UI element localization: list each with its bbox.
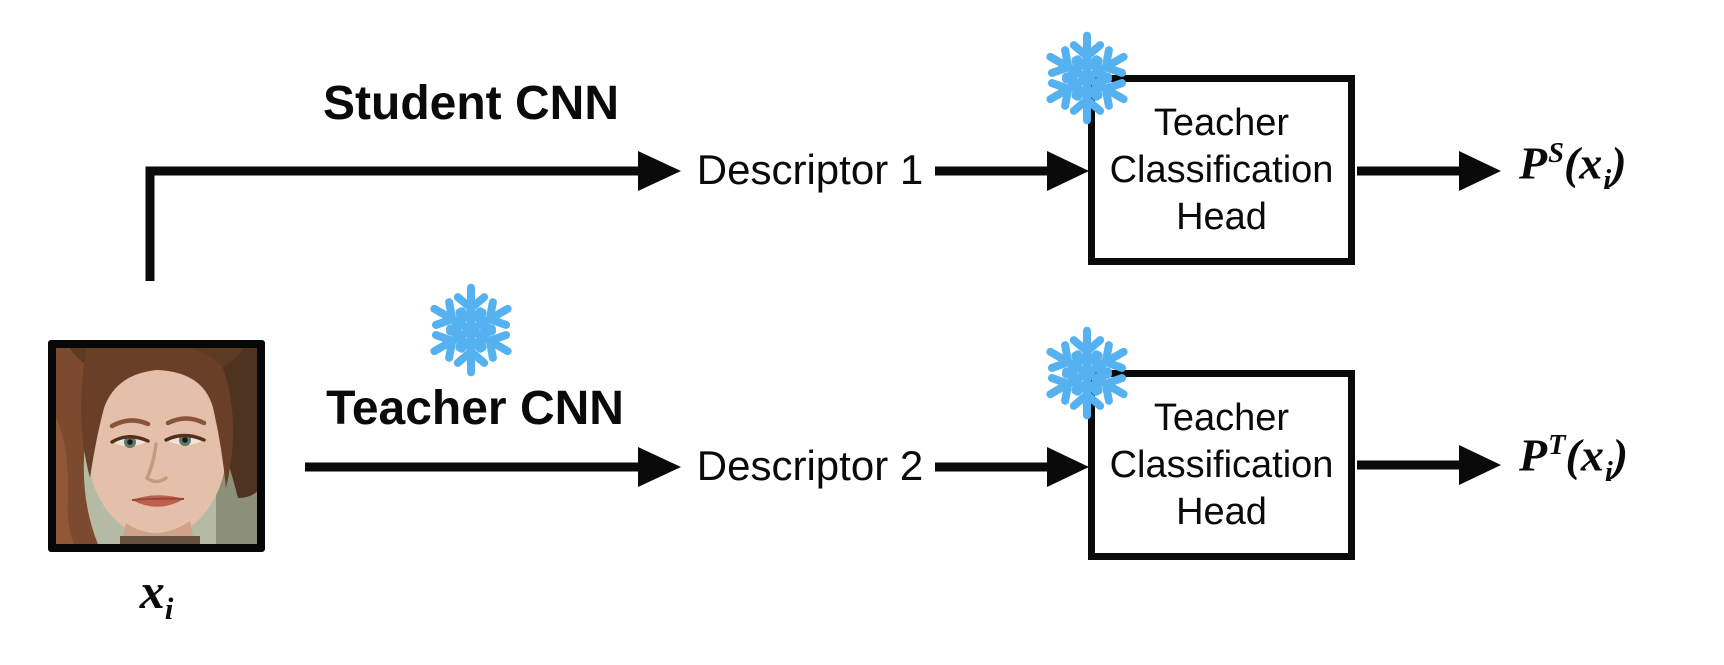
snowflake-icon	[424, 283, 518, 377]
student-output-sup: S	[1548, 138, 1564, 169]
student-cnn-title: Student CNN	[323, 77, 619, 130]
snowflake-icon	[1040, 31, 1134, 125]
teacher-output-base: P	[1519, 429, 1548, 481]
descriptor-2-label: Descriptor 2	[696, 442, 924, 489]
student-output-arg: x	[1579, 137, 1603, 189]
head-box-top-line3: Head	[1176, 195, 1267, 238]
student-elbow-connector	[145, 166, 638, 281]
teacher-classification-head-box-bottom: Teacher Classification Head	[1088, 370, 1355, 560]
head-box-bottom-line1: Teacher	[1153, 396, 1290, 439]
teacher-output-sub: i	[1604, 456, 1613, 488]
teacher-arrowhead	[638, 447, 681, 487]
teacher-classification-head-box-top: Teacher Classification Head	[1088, 75, 1355, 265]
input-label: xi	[48, 566, 265, 624]
input-label-base: x	[139, 563, 165, 619]
descriptor2-arrowhead	[1047, 447, 1089, 487]
snowflake-icon	[1040, 326, 1134, 420]
student-arrowhead	[638, 151, 681, 191]
head-box-top-line2: Classification	[1109, 148, 1334, 191]
input-label-sub: i	[164, 591, 174, 626]
descriptor1-arrowhead	[1047, 151, 1089, 191]
student-output-label: PS(xi)	[1519, 137, 1627, 196]
teacher-output-sup: T	[1548, 430, 1566, 461]
head-top-arrowhead	[1459, 151, 1501, 191]
teacher-cnn-title: Teacher CNN	[326, 382, 624, 435]
head-box-bottom-line3: Head	[1176, 490, 1267, 533]
head-bottom-arrowhead	[1459, 445, 1501, 485]
student-output-base: P	[1519, 137, 1548, 189]
input-image	[48, 340, 265, 552]
teacher-output-label: PT(xi)	[1519, 429, 1629, 488]
head-box-bottom-line2: Classification	[1109, 443, 1334, 486]
descriptor-1-label: Descriptor 1	[696, 146, 924, 193]
face-illustration	[56, 348, 257, 544]
head-box-top-line1: Teacher	[1153, 101, 1290, 144]
teacher-output-arg: x	[1580, 429, 1604, 481]
student-output-sub: i	[1603, 164, 1612, 196]
